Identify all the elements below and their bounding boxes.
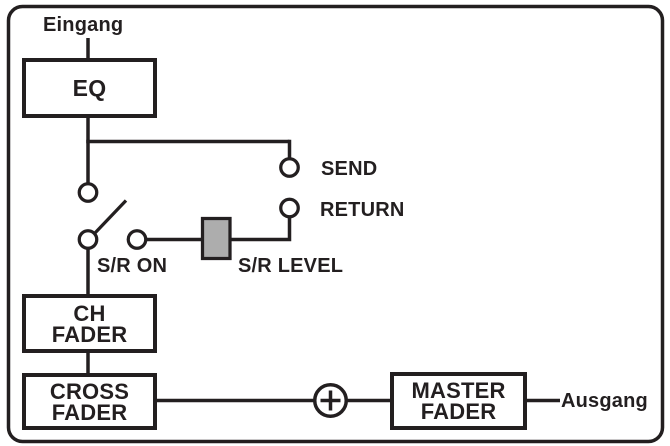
switch-contact-right bbox=[126, 229, 148, 250]
sum-junction-icon bbox=[313, 383, 348, 418]
master-fader-label-line1: MASTER bbox=[411, 378, 506, 403]
output-label: Ausgang bbox=[561, 390, 648, 412]
ch-fader-label-line1: CH bbox=[73, 300, 106, 326]
sr-level-fader-icon bbox=[200, 216, 232, 261]
master-fader-block: MASTER FADER bbox=[390, 372, 527, 430]
return-label: RETURN bbox=[320, 199, 405, 221]
sr-level-label: S/R LEVEL bbox=[238, 255, 344, 277]
send-terminal-icon bbox=[279, 157, 300, 178]
cross-fader-label-line2: FADER bbox=[51, 399, 128, 425]
eq-label: EQ bbox=[72, 74, 107, 101]
cross-fader-label-line1: CROSS bbox=[49, 378, 130, 404]
wire-level-to-return bbox=[229, 216, 292, 242]
eq-block: EQ bbox=[22, 58, 157, 118]
send-label: SEND bbox=[321, 158, 378, 180]
switch-contact-bottom bbox=[77, 229, 99, 250]
cross-fader-block: CROSS FADER bbox=[22, 373, 157, 430]
input-label: Eingang bbox=[43, 14, 124, 36]
master-fader-label-line2: FADER bbox=[420, 399, 497, 424]
sr-on-switch-icon bbox=[77, 182, 148, 250]
ch-fader-label-line2: FADER bbox=[51, 321, 128, 347]
switch-contact-top bbox=[77, 182, 99, 203]
sr-on-label: S/R ON bbox=[97, 255, 168, 277]
return-terminal-icon bbox=[279, 197, 300, 219]
switch-arm bbox=[93, 199, 128, 235]
ch-fader-block: CH FADER bbox=[22, 294, 157, 353]
diagram-border bbox=[6, 4, 665, 444]
